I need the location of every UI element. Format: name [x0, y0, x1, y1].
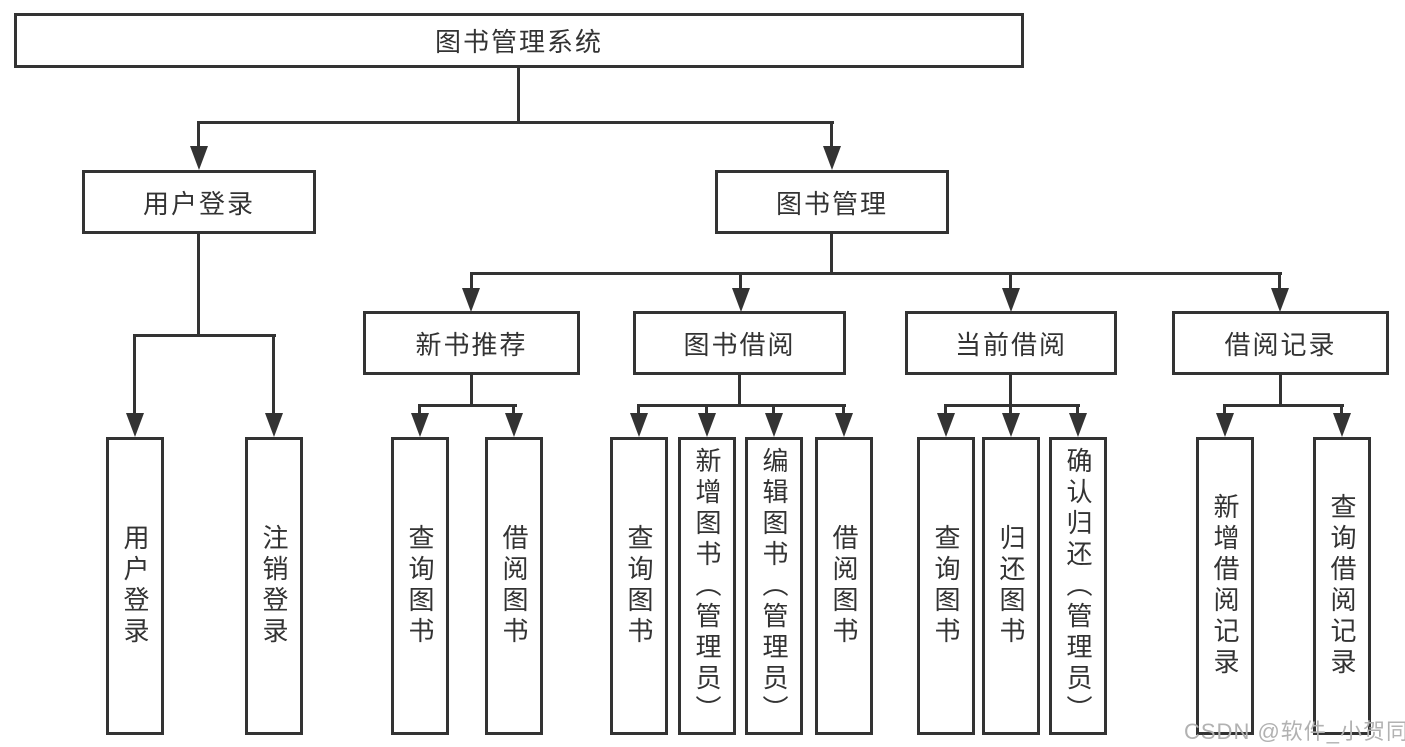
arrow-down-icon: [630, 413, 648, 437]
connector-line: [705, 404, 708, 420]
leaf-query-book-2: 查询图书: [610, 437, 668, 735]
leaf-query-borrow-record: 查询借阅记录: [1313, 437, 1371, 735]
leaf-logout-label: 注销登录: [259, 524, 289, 648]
leaf-query-book-1: 查询图书: [391, 437, 449, 735]
connector-line: [1009, 404, 1012, 420]
node-new-book-recommend-label: 新书推荐: [415, 329, 528, 360]
arrow-down-icon: [823, 146, 841, 170]
connector-line: [944, 404, 947, 420]
connector-line: [470, 272, 1282, 275]
leaf-confirm-return-admin: 确认归还（管理员）: [1049, 437, 1107, 735]
leaf-user-login-label: 用户登录: [120, 524, 150, 648]
node-book-borrow: 图书借阅: [633, 311, 846, 375]
arrow-down-icon: [1002, 413, 1020, 437]
connector-line: [1278, 272, 1281, 292]
leaf-confirm-return-admin-label: 确认归还（管理员）: [1063, 446, 1093, 726]
leaf-query-book-3-label: 查询图书: [931, 524, 961, 648]
leaf-add-book-admin: 新增图书（管理员）: [678, 437, 736, 735]
arrow-down-icon: [1002, 288, 1020, 312]
leaf-query-book-2-label: 查询图书: [624, 524, 654, 648]
leaf-borrow-book-1: 借阅图书: [485, 437, 543, 735]
leaf-add-borrow-record: 新增借阅记录: [1196, 437, 1254, 735]
leaf-query-borrow-record-label: 查询借阅记录: [1327, 493, 1357, 679]
connector-line: [842, 404, 845, 420]
arrow-down-icon: [190, 146, 208, 170]
connector-line: [512, 404, 515, 420]
connector-line: [1340, 404, 1343, 420]
arrow-down-icon: [1271, 288, 1289, 312]
node-user-login-label: 用户登录: [142, 188, 255, 219]
connector-line: [470, 272, 473, 292]
connector-line: [738, 375, 741, 407]
node-borrow-records: 借阅记录: [1172, 311, 1389, 375]
connector-line: [1223, 404, 1226, 420]
arrow-down-icon: [411, 413, 429, 437]
node-book-management: 图书管理: [715, 170, 949, 234]
connector-line: [197, 234, 200, 336]
node-book-management-label: 图书管理: [775, 188, 888, 219]
node-current-borrow-label: 当前借阅: [954, 329, 1067, 360]
connector-line: [517, 68, 520, 123]
connector-line: [133, 334, 276, 337]
node-book-borrow-label: 图书借阅: [683, 329, 796, 360]
arrow-down-icon: [732, 288, 750, 312]
arrow-down-icon: [126, 413, 144, 437]
connector-line: [470, 375, 473, 407]
connector-line: [739, 272, 742, 292]
connector-line: [197, 121, 200, 151]
arrow-down-icon: [462, 288, 480, 312]
node-user-login: 用户登录: [82, 170, 316, 234]
leaf-return-book-label: 归还图书: [996, 524, 1026, 648]
connector-line: [133, 334, 136, 416]
leaf-return-book: 归还图书: [982, 437, 1040, 735]
node-new-book-recommend: 新书推荐: [363, 311, 580, 375]
connector-line: [1279, 375, 1282, 407]
leaf-edit-book-admin: 编辑图书（管理员）: [745, 437, 803, 735]
leaf-add-borrow-record-label: 新增借阅记录: [1210, 493, 1240, 679]
leaf-logout: 注销登录: [245, 437, 303, 735]
connector-line: [1076, 404, 1079, 420]
connector-line: [418, 404, 517, 407]
node-borrow-records-label: 借阅记录: [1224, 329, 1337, 360]
leaf-query-book-1-label: 查询图书: [405, 524, 435, 648]
arrow-down-icon: [265, 413, 283, 437]
connector-line: [1009, 272, 1012, 292]
csdn-watermark: CSDN @软件_小贺同学: [1184, 719, 1405, 744]
connector-line: [418, 404, 421, 420]
connector-line: [197, 121, 834, 124]
arrow-down-icon: [698, 413, 716, 437]
arrow-down-icon: [1216, 413, 1234, 437]
arrow-down-icon: [937, 413, 955, 437]
arrow-down-icon: [1333, 413, 1351, 437]
arrow-down-icon: [1069, 413, 1087, 437]
leaf-user-login: 用户登录: [106, 437, 164, 735]
node-root-label: 图书管理系统: [434, 27, 603, 57]
node-current-borrow: 当前借阅: [905, 311, 1117, 375]
arrow-down-icon: [765, 413, 783, 437]
connector-line: [944, 404, 1080, 407]
arrow-down-icon: [835, 413, 853, 437]
connector-line: [830, 121, 833, 151]
connector-line: [637, 404, 846, 407]
arrow-down-icon: [505, 413, 523, 437]
connector-line: [1009, 375, 1012, 407]
leaf-borrow-book-2: 借阅图书: [815, 437, 873, 735]
node-root: 图书管理系统: [14, 13, 1024, 68]
connector-line: [1223, 404, 1344, 407]
leaf-add-book-admin-label: 新增图书（管理员）: [692, 446, 722, 726]
connector-line: [637, 404, 640, 420]
connector-line: [772, 404, 775, 420]
connector-line: [272, 334, 275, 416]
leaf-borrow-book-2-label: 借阅图书: [829, 524, 859, 648]
connector-line: [830, 234, 833, 274]
leaf-query-book-3: 查询图书: [917, 437, 975, 735]
leaf-edit-book-admin-label: 编辑图书（管理员）: [759, 446, 789, 726]
leaf-borrow-book-1-label: 借阅图书: [499, 524, 529, 648]
